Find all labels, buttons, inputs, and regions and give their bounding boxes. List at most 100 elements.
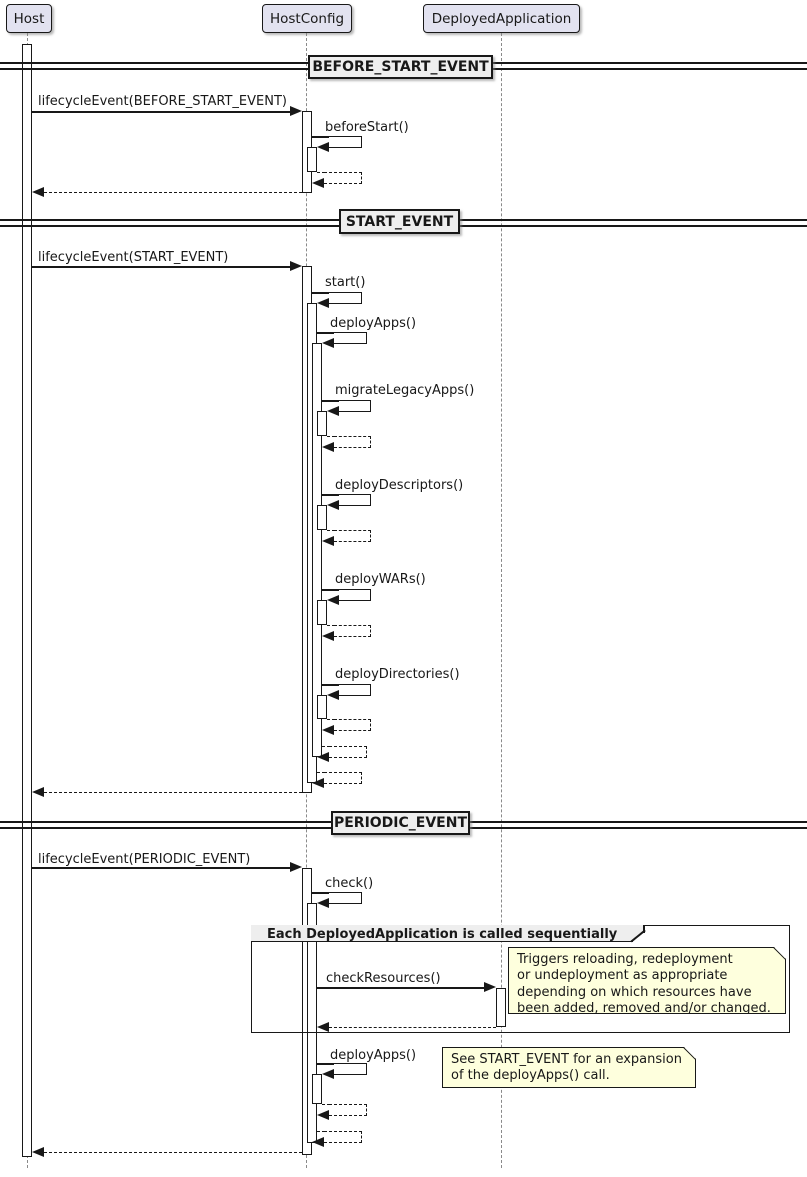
deployedapplication-lifeline [500,33,502,1168]
arrowhead-left-icon [327,500,339,510]
self-call-line [339,684,371,696]
self-call-line [312,292,329,294]
divider-label: BEFORE_START_EVENT [312,59,489,75]
message-line [32,111,291,113]
return-line [334,625,371,637]
message-beforestart-label: beforeStart() [325,120,409,135]
self-call-line [322,494,339,496]
message-check-label: check() [325,876,374,891]
return-line [322,746,330,747]
arrowhead-left-icon [32,787,44,797]
message-checkresources-label: checkResources() [326,971,441,986]
return-line [317,1131,325,1132]
arrowhead-right-icon [290,106,302,116]
note-line: See START_EVENT for an expansion [451,1052,682,1067]
arrowhead-left-icon [317,142,329,152]
message-lifecycle-start-label: lifecycleEvent(START_EVENT) [38,250,229,265]
self-call-line [339,589,371,601]
activation-bar-deploydirectories [317,695,327,719]
return-line [44,192,302,193]
arrowhead-right-icon [290,862,302,872]
participant-hostconfig: HostConfig [262,4,352,33]
participant-hostconfig-label: HostConfig [269,10,345,27]
group-title: Each DeployedApplication is called seque… [267,927,618,942]
message-deploydescriptors-label: deployDescriptors() [335,478,464,493]
self-call-line [317,332,334,334]
divider-label: START_EVENT [345,213,454,230]
arrowhead-left-icon [317,298,329,308]
divider-before-start-event: BEFORE_START_EVENT [308,55,493,79]
participant-deployedapplication: DeployedApplication [423,4,580,33]
participant-host: Host [6,4,52,33]
message-line [317,987,485,989]
self-call-line [312,136,329,138]
note-line: Triggers reloading, redeployment [517,952,733,967]
message-line [32,867,291,869]
return-line [329,1027,496,1028]
message-migratelegacyapps-label: migrateLegacyApps() [335,383,475,398]
return-line [44,1152,302,1153]
return-line [324,772,362,784]
arrowhead-left-icon [322,1069,334,1079]
message-lifecycle-periodic-label: lifecycleEvent(PERIODIC_EVENT) [38,852,251,867]
return-line [317,772,325,773]
activation-bar-host [22,44,32,1157]
participant-deployedapplication-label: DeployedApplication [431,10,572,27]
arrowhead-left-icon [312,178,324,188]
return-line [44,792,302,793]
arrowhead-right-icon [484,982,496,992]
activation-bar-beforestart [307,147,317,172]
self-call-line [329,292,362,304]
arrowhead-left-icon [317,898,329,908]
note-line: of the deployApps() call. [451,1068,610,1084]
arrowhead-left-icon [32,1147,44,1157]
note-line: or undeployment as appropriate [517,968,728,984]
return-line [329,1104,367,1116]
return-line [327,625,335,626]
arrowhead-left-icon [327,595,339,605]
activation-bar-deployedapplication [496,988,506,1027]
message-start-label: start() [325,275,366,290]
divider-start-event: START_EVENT [339,209,460,234]
arrowhead-left-icon [32,187,44,197]
self-call-line [339,494,371,506]
group-header-border [643,925,645,933]
message-line [32,266,291,268]
return-line [324,172,362,184]
arrowhead-left-icon [327,406,339,416]
group-header [251,925,645,942]
activation-bar-deploywars [317,600,327,625]
arrowhead-left-icon [322,631,334,641]
return-line [327,436,335,437]
note-line: depending on which resources have [517,984,752,1000]
return-line [334,530,371,542]
return-line [317,172,325,173]
message-deploywars-label: deployWARs() [335,572,426,587]
self-call-line [322,589,339,591]
group-header-border [251,940,633,943]
note-line: been added, removed and/or changed. [517,1001,771,1017]
arrowhead-left-icon [312,778,324,788]
activation-bar-deploydescriptors [317,505,327,530]
activation-bar-deployapps-periodic [312,1074,322,1104]
note-check-resources: Triggers reloading, redeployment or unde… [508,947,786,1014]
activation-bar-migratelegacyapps [317,411,327,436]
self-call-line [312,892,329,894]
self-call-line [329,136,362,148]
arrowhead-left-icon [312,1137,324,1147]
arrowhead-left-icon [327,690,339,700]
return-line [329,746,367,758]
return-line [334,719,371,731]
self-call-line [329,892,362,904]
self-call-line [322,684,339,686]
return-line [327,530,335,531]
return-line [322,1104,330,1105]
message-lifecycle-before-label: lifecycleEvent(BEFORE_START_EVENT) [38,94,287,109]
participant-host-label: Host [13,10,45,27]
arrowhead-left-icon [317,1110,329,1120]
arrowhead-left-icon [322,442,334,452]
self-call-line [339,400,371,412]
note-deploy-apps: See START_EVENT for an expansion of the … [442,1047,696,1088]
self-call-line [334,332,367,344]
